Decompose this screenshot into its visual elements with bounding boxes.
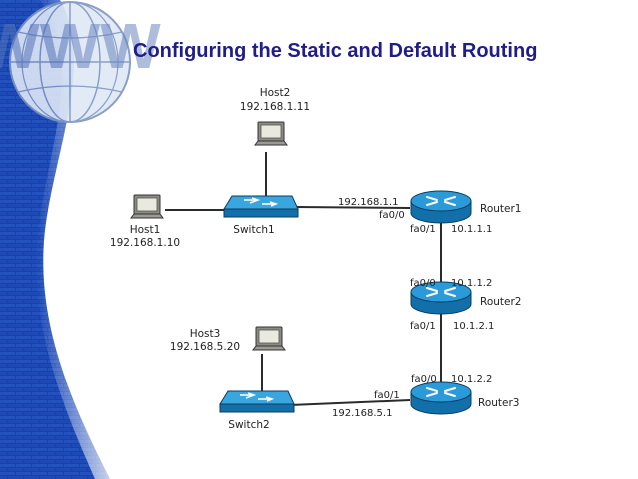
router1-fa01-ip: 10.1.1.1 — [451, 224, 492, 235]
blue-band-fade — [36, 0, 120, 479]
host2-ip: 192.168.1.11 — [240, 101, 310, 113]
router3-name: Router3 — [478, 397, 519, 409]
router1-fa00-name: fa0/0 — [379, 210, 405, 221]
router3-fa00-ip: 10.1.2.2 — [451, 374, 492, 385]
router2-fa00-ip: 10.1.1.2 — [451, 278, 492, 289]
host3-ip: 192.168.5.20 — [170, 341, 240, 353]
switch1-icon — [223, 195, 299, 218]
link-switch1-router1 — [295, 206, 411, 209]
router2-name: Router2 — [480, 296, 521, 308]
host2-name: Host2 — [260, 87, 291, 99]
router3-fa00-name: fa0/0 — [411, 374, 437, 385]
switch2-icon — [219, 390, 295, 413]
router2-fa01-name: fa0/1 — [410, 321, 436, 332]
host1-ip: 192.168.1.10 — [110, 237, 180, 249]
slide-title: Configuring the Static and Default Routi… — [133, 40, 538, 62]
host3-computer-icon — [252, 326, 286, 351]
router1-fa01-name: fa0/1 — [410, 224, 436, 235]
blue-brick-band — [0, 0, 110, 479]
link-switch2-router3 — [289, 399, 411, 406]
host1-name: Host1 — [130, 224, 161, 236]
router1-name: Router1 — [480, 203, 521, 215]
router1-icon — [410, 190, 472, 224]
switch1-name: Switch1 — [233, 224, 274, 236]
router3-icon — [410, 381, 472, 415]
router2-fa00-name: fa0/0 — [410, 278, 436, 289]
logo-text: WWW — [0, 10, 161, 82]
router3-fa01-name: fa0/1 — [374, 390, 400, 401]
router3-fa01-ip: 192.168.5.1 — [332, 408, 392, 419]
host2-computer-icon — [254, 121, 288, 146]
router2-fa01-ip: 10.1.2.1 — [453, 321, 494, 332]
host3-name: Host3 — [190, 328, 221, 340]
router1-fa00-ip: 192.168.1.1 — [338, 197, 398, 208]
globe-logo: WWW — [0, 1, 161, 123]
switch2-name: Switch2 — [228, 419, 269, 431]
host1-computer-icon — [130, 194, 164, 219]
